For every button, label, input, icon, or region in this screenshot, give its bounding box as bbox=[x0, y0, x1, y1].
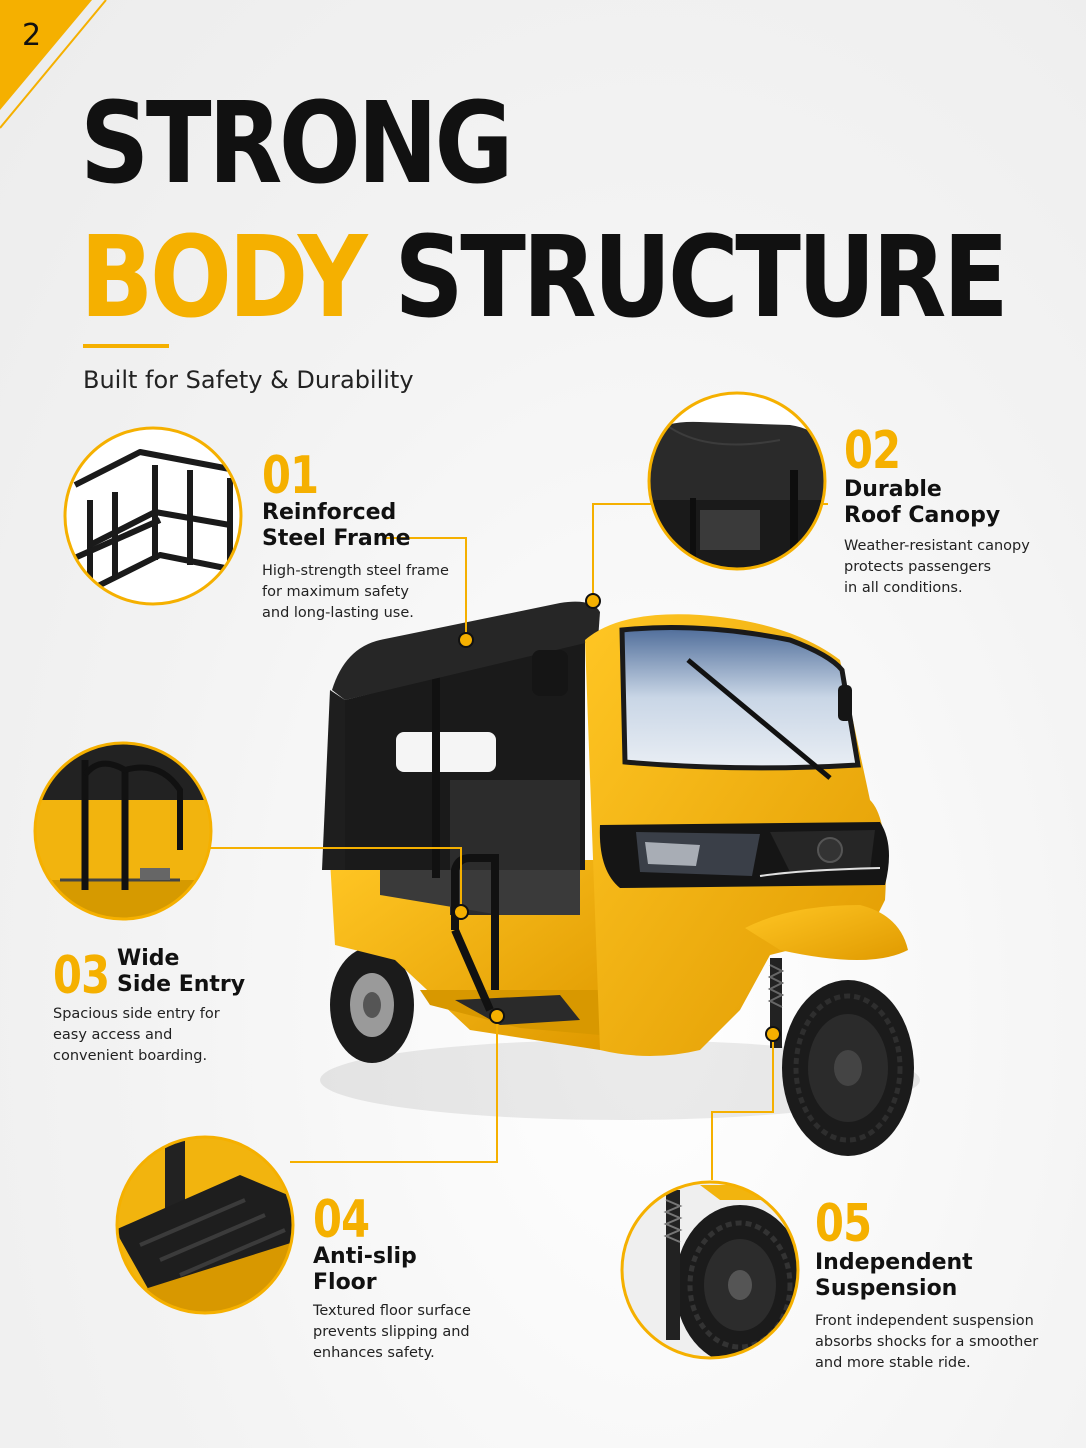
feature-number-02: 02 bbox=[844, 421, 901, 481]
feature-number-01: 01 bbox=[262, 446, 319, 506]
detail-circle-roof-canopy bbox=[647, 391, 827, 571]
title-rest-word: STRUCTURE bbox=[394, 213, 1009, 343]
vehicle-shadow bbox=[320, 1040, 920, 1120]
page-title-line-1: STRONG bbox=[80, 79, 514, 209]
page-title-line-2: BODY STRUCTURE bbox=[80, 222, 1009, 334]
title-underline bbox=[83, 344, 169, 348]
feature-number-04: 04 bbox=[313, 1190, 370, 1250]
page-subtitle: Built for Safety & Durability bbox=[83, 366, 414, 394]
feature-number-05: 05 bbox=[815, 1194, 872, 1254]
detail-circle-anti-slip-floor bbox=[115, 1135, 295, 1315]
title-accent-word: BODY bbox=[80, 213, 368, 343]
detail-circle-side-entry bbox=[33, 741, 213, 921]
page-number: 2 bbox=[22, 18, 42, 53]
tricycle-vehicle bbox=[322, 601, 914, 1156]
front-wheel bbox=[782, 980, 914, 1156]
feature-number-03: 03 bbox=[53, 946, 110, 1006]
detail-circle-suspension bbox=[620, 1180, 800, 1360]
corner-badge bbox=[0, 0, 107, 129]
rear-wheel bbox=[330, 947, 414, 1063]
detail-circle-steel-frame bbox=[63, 426, 243, 606]
callout-dots bbox=[453, 593, 781, 1042]
